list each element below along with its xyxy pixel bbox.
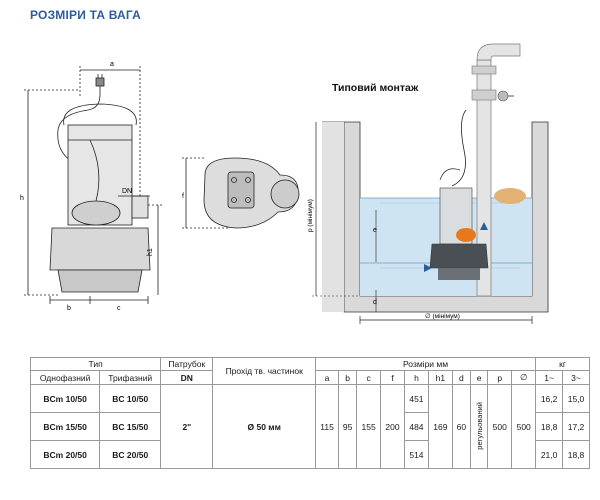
dim-b-label: b bbox=[67, 305, 71, 312]
cell-dn: 2" bbox=[160, 384, 214, 469]
row-three-model: BC 15/50 bbox=[99, 412, 162, 441]
cell-d: 60 bbox=[451, 384, 471, 469]
hdr-dim: f bbox=[380, 370, 405, 385]
row-three-model: BC 10/50 bbox=[99, 384, 162, 413]
row-single-model: BCm 10/50 bbox=[29, 384, 101, 413]
dim-a-label: a bbox=[110, 61, 114, 68]
cell-e-text: регульований bbox=[474, 401, 484, 450]
hdr-sizes: Розміри мм bbox=[314, 357, 537, 371]
technical-drawings: a h h1 DN b c f e d p (мінімум) ∅ (мінім… bbox=[20, 43, 549, 324]
cell-e: регульований bbox=[469, 384, 489, 469]
hdr-dim: d bbox=[451, 370, 471, 385]
cell-f: 200 bbox=[380, 384, 405, 469]
installation-label: Типовий монтаж bbox=[332, 82, 419, 94]
cell-phi: 500 bbox=[511, 384, 537, 469]
hdr-passage: Прохід тв. частинок bbox=[212, 357, 316, 385]
dim-p-label: p (мінімум) bbox=[306, 199, 314, 232]
dim-f-label: f bbox=[182, 193, 184, 200]
cell-passage: Ø 50 мм bbox=[212, 384, 316, 469]
cell-h: 451 bbox=[403, 384, 429, 413]
hdr-dim: h bbox=[403, 370, 429, 385]
hdr-nozzle-sub: DN bbox=[160, 370, 214, 385]
cell-kg1: 21,0 bbox=[535, 440, 564, 469]
hdr-three: Трифазний bbox=[99, 370, 162, 385]
cell-c: 155 bbox=[356, 384, 382, 469]
hdr-dim: b bbox=[338, 370, 358, 385]
row-single-model: BCm 20/50 bbox=[29, 440, 101, 469]
cell-kg3: 17,2 bbox=[562, 412, 590, 441]
dim-dn-label: DN bbox=[122, 188, 132, 195]
cell-h1: 169 bbox=[427, 384, 453, 469]
hdr-type: Тип bbox=[29, 357, 162, 371]
cell-kg1: 18,8 bbox=[535, 412, 564, 441]
hdr-dim: h1 bbox=[427, 370, 453, 385]
cell-p: 500 bbox=[487, 384, 513, 469]
installation-view bbox=[312, 43, 549, 324]
hdr-nozzle: Патрубок bbox=[160, 357, 214, 371]
cell-h: 484 bbox=[403, 412, 429, 441]
cell-kg3: 18,8 bbox=[562, 440, 590, 469]
pump-side-view bbox=[24, 66, 162, 304]
page-title: РОЗМІРИ ТА ВАГА bbox=[30, 8, 142, 22]
hdr-single: Однофазний bbox=[29, 370, 101, 385]
dim-c-label: c bbox=[117, 305, 121, 312]
pump-top-view bbox=[182, 157, 300, 229]
row-single-model: BCm 15/50 bbox=[29, 412, 101, 441]
dim-h-label: h bbox=[20, 195, 24, 202]
dim-phi-label: ∅ (мінімум) bbox=[425, 312, 460, 320]
hdr-dim: ∅ bbox=[511, 370, 537, 385]
hdr-dim: c bbox=[356, 370, 382, 385]
cell-b: 95 bbox=[338, 384, 358, 469]
row-three-model: BC 20/50 bbox=[99, 440, 162, 469]
dim-h1-label: h1 bbox=[147, 248, 154, 256]
cell-kg1: 16,2 bbox=[535, 384, 564, 413]
hdr-dim: e bbox=[469, 370, 489, 385]
spec-table: Тип Патрубок Прохід тв. частинок Розміри… bbox=[29, 357, 590, 469]
hdr-dim: p bbox=[487, 370, 513, 385]
hdr-kg3: 3~ bbox=[562, 370, 590, 385]
dim-d-label: d bbox=[373, 299, 377, 306]
hdr-dim: a bbox=[314, 370, 340, 385]
cell-kg3: 15,0 bbox=[562, 384, 590, 413]
hdr-kg1: 1~ bbox=[535, 370, 564, 385]
cell-a: 115 bbox=[314, 384, 340, 469]
hdr-kg: кг bbox=[535, 357, 590, 371]
dim-e-label: e bbox=[373, 227, 377, 234]
cell-h: 514 bbox=[403, 440, 429, 469]
